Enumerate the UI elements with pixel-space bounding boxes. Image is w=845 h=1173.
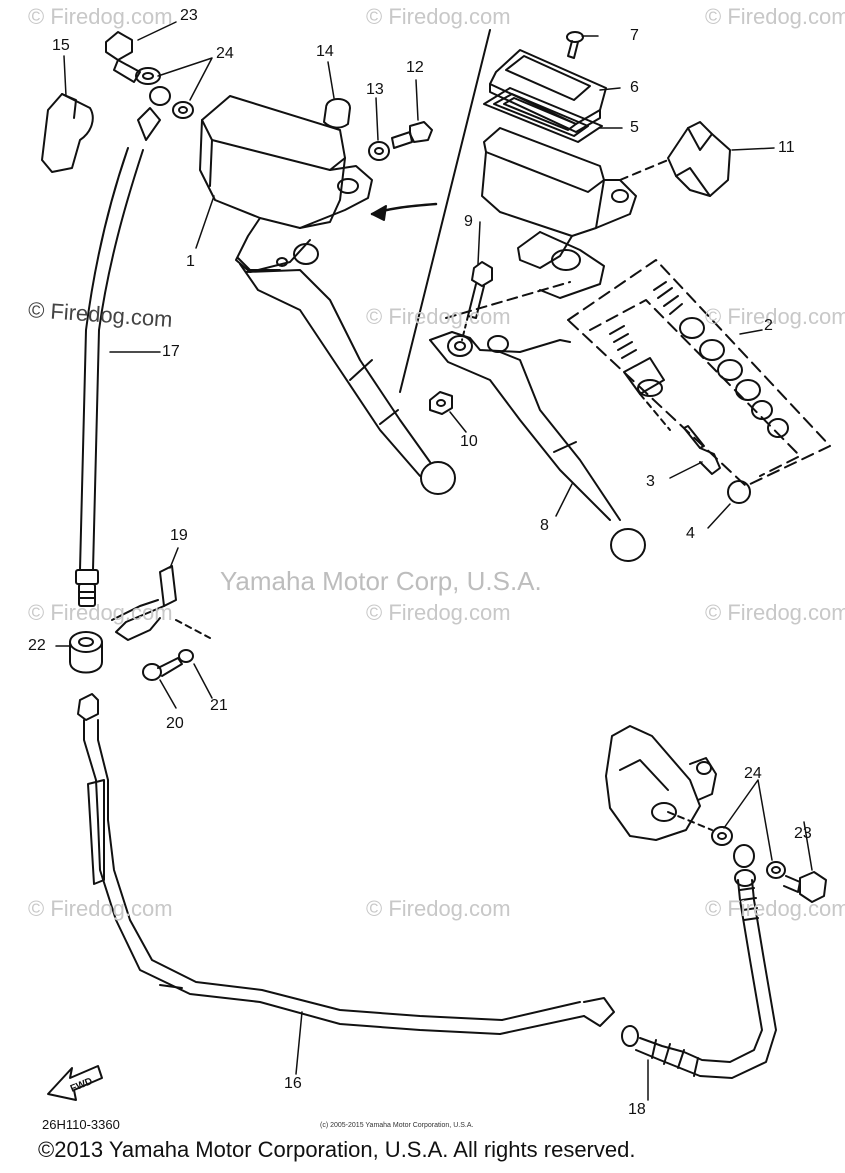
watermark-firedog: © Firedog.com xyxy=(366,304,511,329)
small-copyright: (c) 2005-2015 Yamaha Motor Corporation, … xyxy=(320,1122,474,1129)
piston-kit-2 xyxy=(567,259,831,487)
callout-1: 1 xyxy=(186,253,195,270)
master-cylinder-right xyxy=(481,127,637,299)
reservoir-cap-plug xyxy=(323,98,351,129)
callout-11: 11 xyxy=(778,139,795,156)
watermark-firedog: © Firedog.com xyxy=(28,600,173,625)
hose-boot xyxy=(41,93,94,173)
watermark-firedog: © Firedog.com xyxy=(705,600,845,625)
callout-23: 23 xyxy=(180,7,198,24)
callout-22: 22 xyxy=(28,637,46,654)
diagram-part-number: 26H110-3360 xyxy=(42,1117,120,1132)
callout-17: 17 xyxy=(162,343,180,360)
callout-6: 6 xyxy=(630,79,639,96)
callout-23: 23 xyxy=(794,825,812,842)
callout-12: 12 xyxy=(406,59,424,76)
callout-21: 21 xyxy=(210,697,228,714)
brake-hose-upper xyxy=(75,107,161,607)
watermark-firedog: © Firedog.com xyxy=(366,4,511,29)
union-bolt-bottom xyxy=(711,826,827,903)
watermark-firedog: © Firedog.com xyxy=(366,600,511,625)
screw-20 xyxy=(142,657,183,681)
callout-16: 16 xyxy=(284,1075,302,1092)
brake-hose-lower xyxy=(77,693,585,1035)
boot-4 xyxy=(727,480,751,504)
washer-21 xyxy=(178,649,194,663)
union-bolt-top xyxy=(105,31,194,119)
nut-13 xyxy=(368,141,390,161)
fwd-label: FWD xyxy=(69,1076,94,1095)
watermark-yamaha: Yamaha Motor Corp, U.S.A. xyxy=(220,566,542,596)
callout-3: 3 xyxy=(646,473,655,490)
callout-14: 14 xyxy=(316,43,334,60)
nut-10 xyxy=(429,391,453,415)
copyright-footer: ©2013 Yamaha Motor Corporation, U.S.A. A… xyxy=(38,1137,636,1162)
cover-11 xyxy=(619,121,731,197)
fwd-arrow-icon xyxy=(47,1065,103,1101)
watermark-firedog: © Firedog.com xyxy=(28,896,173,921)
grommet-22 xyxy=(69,631,103,674)
caliper-right xyxy=(605,725,717,841)
watermark-firedog: © Firedog.com xyxy=(28,4,173,29)
reservoir-cover-6 xyxy=(489,49,607,133)
leader-lines xyxy=(55,21,813,1101)
watermark-firedog: © Firedog.com xyxy=(705,4,845,29)
callout-24: 24 xyxy=(744,765,762,782)
callout-20: 20 xyxy=(166,715,184,732)
callout-10: 10 xyxy=(460,433,478,450)
diaphragm-5 xyxy=(483,87,603,143)
watermark-firedog: © Firedog.com xyxy=(705,304,845,329)
bolt-12 xyxy=(391,121,433,149)
callout-19: 19 xyxy=(170,527,188,544)
callout-9: 9 xyxy=(464,213,473,230)
hose-joint-18 xyxy=(583,869,777,1079)
push-rod-3 xyxy=(683,425,721,475)
screw-7 xyxy=(566,31,584,59)
callout-24: 24 xyxy=(216,45,234,62)
callout-2: 2 xyxy=(764,317,773,334)
master-cylinder-left xyxy=(199,95,456,495)
callout-13: 13 xyxy=(366,81,384,98)
brake-lever-8 xyxy=(429,281,646,562)
watermark-firedog: © Firedog.com xyxy=(366,896,511,921)
watermark-firedog: © Firedog.com xyxy=(705,896,845,921)
callout-5: 5 xyxy=(630,119,639,136)
callout-7: 7 xyxy=(630,27,639,44)
callout-8: 8 xyxy=(540,517,549,534)
callout-18: 18 xyxy=(628,1101,646,1118)
callout-4: 4 xyxy=(686,525,695,542)
separator-line xyxy=(399,29,491,393)
callout-15: 15 xyxy=(52,37,70,54)
hose-bracket-19 xyxy=(111,565,211,641)
